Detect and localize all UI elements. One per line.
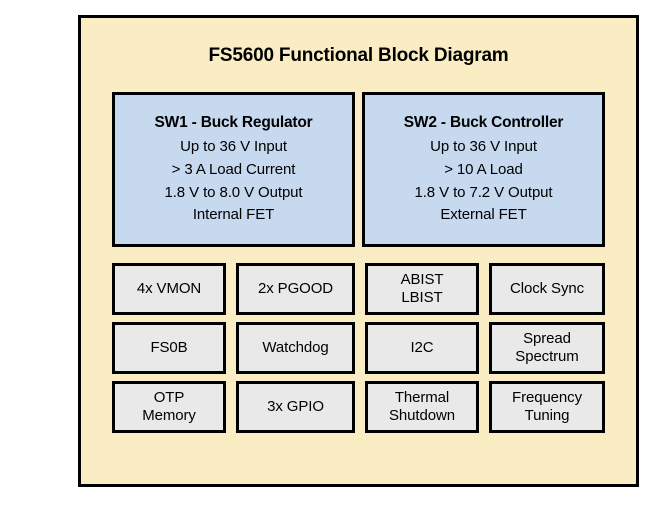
feature-block-thermal-shutdown-line-2: Shutdown [389,407,455,424]
feature-blocks-grid: 4x VMON 2x PGOOD ABIST LBIST Clock Sync … [112,263,605,433]
feature-block-i2c[interactable]: I2C [364,322,479,374]
switcher-block-sw1-line-2: > 3 A Load Current [171,160,296,178]
switcher-block-sw2-line-4: External FET [440,206,527,224]
switcher-block-sw2-title: SW2 - Buck Controller [403,113,564,131]
feature-block-vmon[interactable]: 4x VMON [112,263,227,315]
feature-row: 4x VMON 2x PGOOD ABIST LBIST Clock Sync [112,263,605,315]
feature-block-thermal-shutdown[interactable]: Thermal Shutdown [364,381,479,433]
feature-block-otp-memory[interactable]: OTP Memory [112,381,227,433]
block-diagram-panel: FS5600 Functional Block Diagram SW1 - Bu… [78,15,639,487]
feature-block-watchdog-line-1: Watchdog [262,339,329,357]
feature-block-watchdog[interactable]: Watchdog [236,322,355,374]
feature-block-otp-memory-line-1: OTP [153,389,185,407]
feature-block-fs0b[interactable]: FS0B [112,322,227,374]
feature-row: FS0B Watchdog I2C Spread Spectrum [112,322,605,374]
switcher-blocks-row: SW1 - Buck Regulator Up to 36 V Input > … [112,92,605,247]
switcher-block-sw2[interactable]: SW2 - Buck Controller Up to 36 V Input >… [362,92,605,247]
feature-row: OTP Memory 3x GPIO Thermal Shutdown Freq… [112,381,605,433]
feature-block-frequency-tuning-line-1: Frequency [512,389,582,407]
feature-block-fs0b-line-1: FS0B [150,339,188,357]
feature-block-i2c-line-1: I2C [410,339,434,357]
feature-block-frequency-tuning-line-2: Tuning [524,407,570,424]
feature-block-otp-memory-line-2: Memory [142,407,196,424]
switcher-block-sw2-line-3: 1.8 V to 7.2 V Output [414,183,553,201]
feature-block-thermal-shutdown-line-1: Thermal [394,389,450,407]
feature-block-spread-spectrum-line-2: Spectrum [515,348,579,365]
switcher-block-sw1[interactable]: SW1 - Buck Regulator Up to 36 V Input > … [112,92,355,247]
switcher-block-sw1-line-3: 1.8 V to 8.0 V Output [164,183,303,201]
switcher-block-sw1-line-4: Internal FET [192,206,275,224]
feature-block-frequency-tuning[interactable]: Frequency Tuning [489,381,605,433]
switcher-block-sw2-line-1: Up to 36 V Input [430,137,537,155]
feature-block-gpio-line-1: 3x GPIO [267,398,324,416]
feature-block-pgood[interactable]: 2x PGOOD [236,263,355,315]
feature-block-abist-lbist[interactable]: ABIST LBIST [364,263,479,315]
feature-block-vmon-line-1: 4x VMON [136,280,202,298]
switcher-block-sw1-line-1: Up to 36 V Input [180,137,287,155]
feature-block-abist-lbist-line-1: ABIST [400,271,444,289]
page-title: FS5600 Functional Block Diagram [208,45,509,66]
switcher-block-sw2-line-2: > 10 A Load [444,160,523,178]
feature-block-clock-sync[interactable]: Clock Sync [489,263,605,315]
feature-block-spread-spectrum-line-1: Spread [523,330,571,348]
switcher-block-sw1-title: SW1 - Buck Regulator [154,113,313,131]
feature-block-clock-sync-line-1: Clock Sync [509,280,585,298]
feature-block-gpio[interactable]: 3x GPIO [236,381,355,433]
feature-block-abist-lbist-line-2: LBIST [401,289,443,306]
feature-block-spread-spectrum[interactable]: Spread Spectrum [489,322,605,374]
feature-block-pgood-line-1: 2x PGOOD [257,280,334,298]
